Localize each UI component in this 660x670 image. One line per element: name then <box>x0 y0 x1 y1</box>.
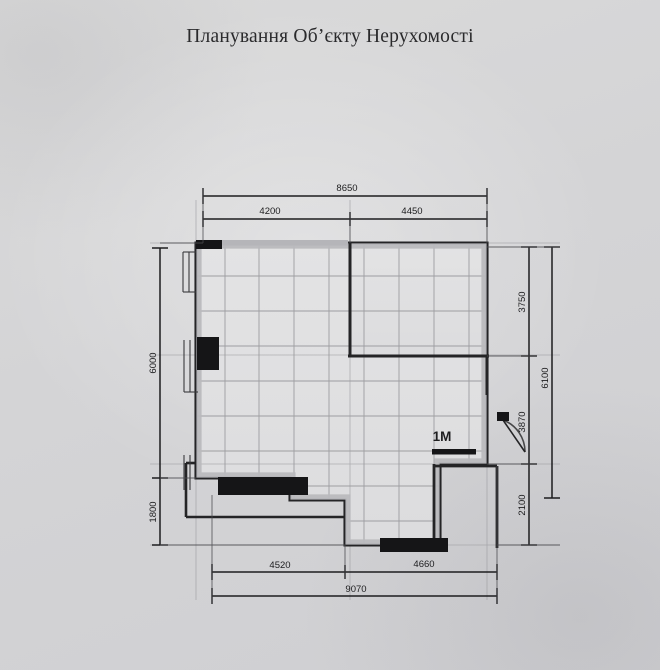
dimension-bottom-segments <box>211 564 498 580</box>
dimension-right-upper-label: 3750 <box>517 291 528 312</box>
door-swing <box>497 412 526 453</box>
dimension-top-overall-label: 8650 <box>336 183 357 194</box>
interior-floor-area <box>196 243 487 545</box>
dimension-bottom-left-label: 4520 <box>269 560 290 571</box>
dimension-bottom-overall-label: 9070 <box>345 584 366 595</box>
dimension-top-left-label: 4200 <box>259 206 280 217</box>
window-bottom-right <box>380 538 448 552</box>
dimension-right-middle <box>521 356 537 465</box>
dimension-top-right-label: 4450 <box>401 206 422 217</box>
window-sashes-left <box>182 251 198 490</box>
wall-thickness-band <box>196 243 487 545</box>
dimension-right-middle-label: 3870 <box>517 411 528 432</box>
bottom-left-room-walls <box>184 461 345 519</box>
window-left-upper <box>197 337 219 370</box>
window-bottom-left <box>218 477 308 495</box>
dimension-left-main-label: 6000 <box>148 352 159 373</box>
interior-partitions <box>348 243 489 395</box>
dimension-right-lower-label: 2100 <box>517 494 528 515</box>
dimension-right-overall-label: 6100 <box>540 367 551 388</box>
page-title: Планування Об’єкту Нерухомості <box>186 26 474 47</box>
room-label-1m: 1М <box>433 429 452 444</box>
door-opening-1m <box>432 449 476 455</box>
bottom-right-room-walls <box>432 464 499 548</box>
dimension-left-lower-label: 1800 <box>148 501 159 522</box>
window-openings <box>196 240 448 552</box>
witness-lines <box>160 188 560 604</box>
window-top-left <box>196 240 222 249</box>
dimension-bottom-right-label: 4660 <box>413 559 434 570</box>
dimension-top-segments <box>202 211 488 227</box>
